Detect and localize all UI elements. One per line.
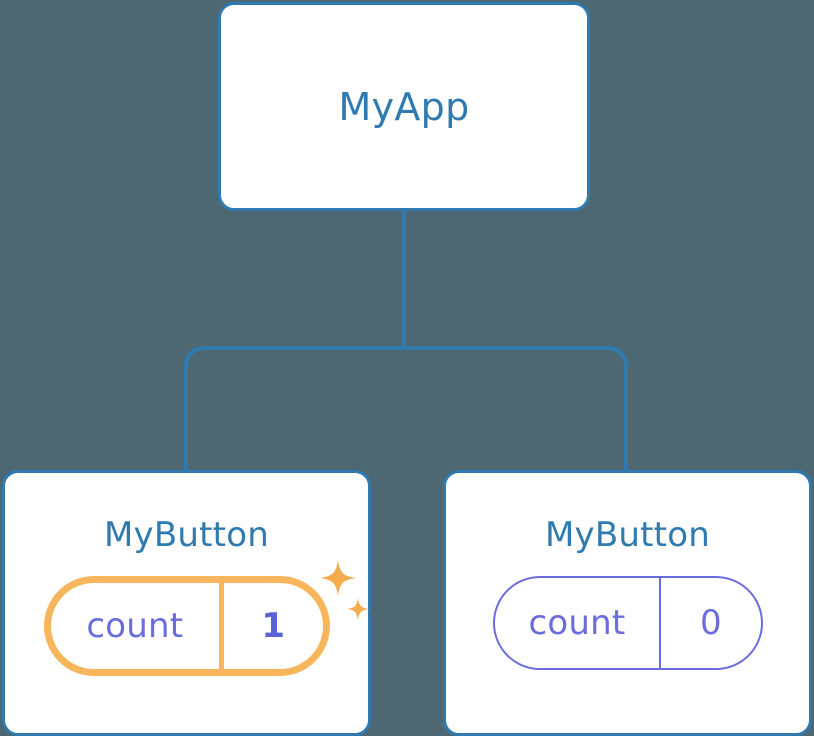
state-value-0: 1: [219, 583, 322, 669]
state-key-1: count: [528, 603, 626, 643]
node-mybutton-0[interactable]: MyButton count 1: [2, 470, 371, 736]
state-pill-0[interactable]: count 1: [43, 576, 330, 676]
node-title-root: MyApp: [338, 84, 470, 129]
node-title-child-0: MyButton: [104, 515, 269, 555]
state-value-1: 0: [659, 578, 760, 668]
state-pill-wrap-1: count 0: [492, 576, 763, 670]
node-myapp[interactable]: MyApp: [218, 2, 590, 211]
state-pill-wrap-0: count 1: [43, 576, 330, 676]
state-key-0: count: [86, 606, 184, 646]
node-mybutton-1[interactable]: MyButton count 0: [443, 470, 812, 736]
connector-branch-bar: [184, 346, 628, 472]
state-pill-1[interactable]: count 0: [492, 576, 763, 670]
node-title-child-1: MyButton: [545, 515, 710, 555]
